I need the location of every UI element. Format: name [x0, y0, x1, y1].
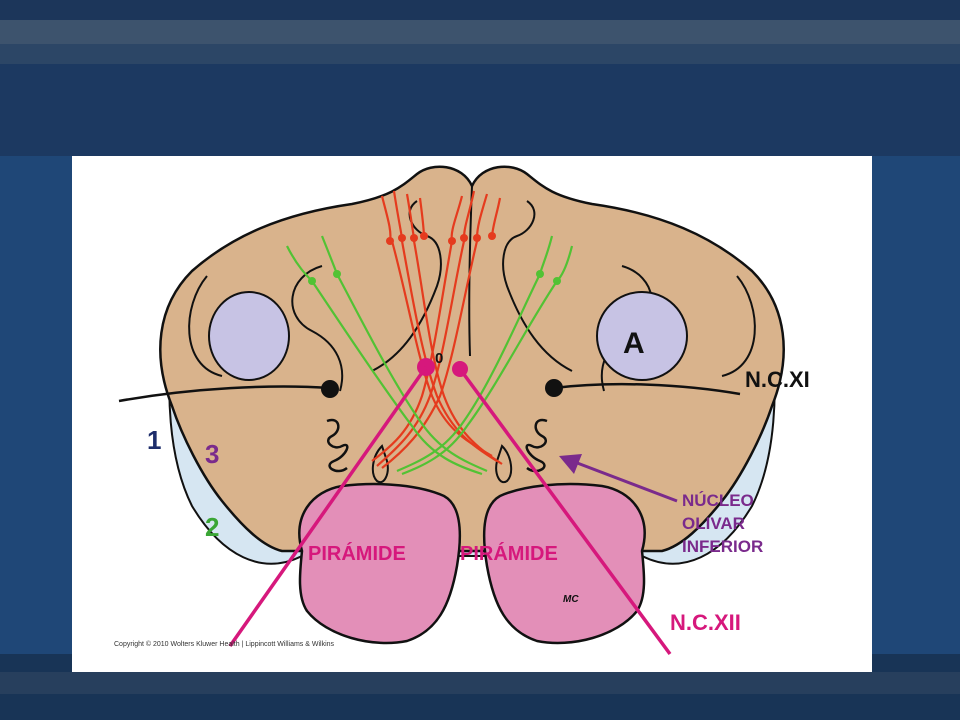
- label-piramide-left: PIRÁMIDE: [308, 542, 406, 565]
- ncxii-line-right: [458, 367, 672, 656]
- olive-pointer-arrowhead: [559, 454, 582, 474]
- small-structure-left: [371, 444, 389, 484]
- medulla-diagram: 0 A N.C.XI N.C.XII 1 3 2 NÚCLEO OLIVAR I…: [114, 165, 810, 656]
- green-fibers: [286, 235, 574, 476]
- label-three: 3: [205, 439, 219, 469]
- label-piramide-right: PIRÁMIDE: [460, 542, 558, 565]
- inferior-olive-right: [525, 418, 548, 473]
- label-one: 1: [147, 425, 161, 455]
- ncxi-line-left: [118, 385, 331, 403]
- footer-stripe: [0, 672, 960, 694]
- pyramid-right: [482, 482, 646, 645]
- ncxii-line-left: [228, 365, 428, 648]
- ncxi-dot-left: [321, 380, 339, 398]
- inferior-olive-left: [326, 418, 349, 473]
- lavender-structure-right: [596, 291, 688, 381]
- label-ncxii: N.C.XII: [670, 610, 741, 635]
- artist-signature: MC: [563, 594, 579, 605]
- green-nuclei: [308, 270, 561, 285]
- copyright-notice: Copyright © 2010 Wolters Kluwer Health |…: [114, 640, 335, 648]
- label-nucleo-1: NÚCLEO: [682, 491, 754, 510]
- header-stripe: [0, 20, 960, 44]
- medulla-body: [159, 165, 785, 553]
- label-two: 2: [205, 512, 219, 542]
- label-zero: 0: [435, 350, 443, 367]
- ncxi-line-right: [553, 382, 741, 396]
- header-band-top: [0, 0, 960, 20]
- tract-outline-right: [502, 200, 573, 372]
- small-structure-right: [495, 444, 513, 484]
- ncxi-dot-right: [545, 379, 563, 397]
- red-nuclei: [386, 232, 496, 245]
- curve-right-b: [721, 275, 756, 377]
- label-nucleo-3: INFERIOR: [682, 537, 763, 556]
- lavender-structure-left: [208, 291, 290, 381]
- curve-left-b: [188, 275, 223, 377]
- olive-pointer-line: [571, 459, 678, 503]
- label-a: A: [623, 327, 645, 360]
- header-band-thin: [0, 44, 960, 64]
- label-ncxi: N.C.XI: [745, 367, 810, 392]
- curve-left-a: [291, 265, 344, 392]
- medulla-diagram-figure: 0 A N.C.XI N.C.XII 1 3 2 NÚCLEO OLIVAR I…: [72, 156, 872, 672]
- title-area: [0, 64, 960, 156]
- red-fibers: [371, 190, 503, 469]
- label-nucleo-2: OLIVAR: [682, 514, 745, 533]
